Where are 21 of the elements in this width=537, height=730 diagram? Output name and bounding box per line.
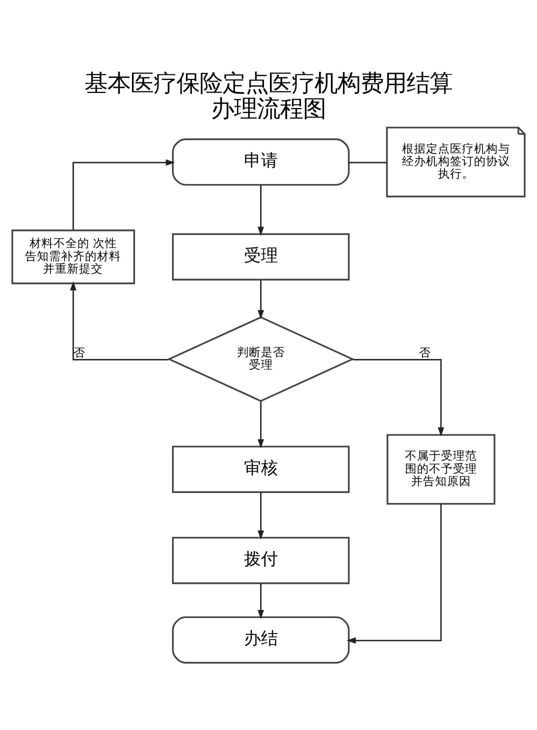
node-box: 审核 <box>172 445 350 492</box>
node-diamond: 判断是否受理 <box>167 316 355 402</box>
diagram-title: 基本医疗保险定点医疗机构费用结算办理流程图 <box>84 70 452 122</box>
arrow <box>258 492 264 540</box>
arrow <box>70 280 169 360</box>
arrow <box>72 158 175 230</box>
arrow <box>258 400 264 448</box>
node-box: 不属于受理范围的不予受理并告知原因 <box>386 434 496 504</box>
node-box: 拨付 <box>172 536 350 584</box>
node-box: 材料不全的 次性告知需补齐的材料并重新提交 <box>11 229 136 284</box>
arrow <box>258 582 264 619</box>
arrow <box>353 358 444 436</box>
node-box: 受理 <box>172 232 350 280</box>
arrow <box>258 280 264 319</box>
node-box: 申请 <box>172 138 350 186</box>
node-box: 办结 <box>172 616 350 664</box>
edge-label: 否 <box>418 344 431 359</box>
arrow <box>258 184 264 236</box>
arrow <box>346 504 442 644</box>
edge-label: 否 <box>74 344 86 359</box>
connector <box>348 161 387 163</box>
